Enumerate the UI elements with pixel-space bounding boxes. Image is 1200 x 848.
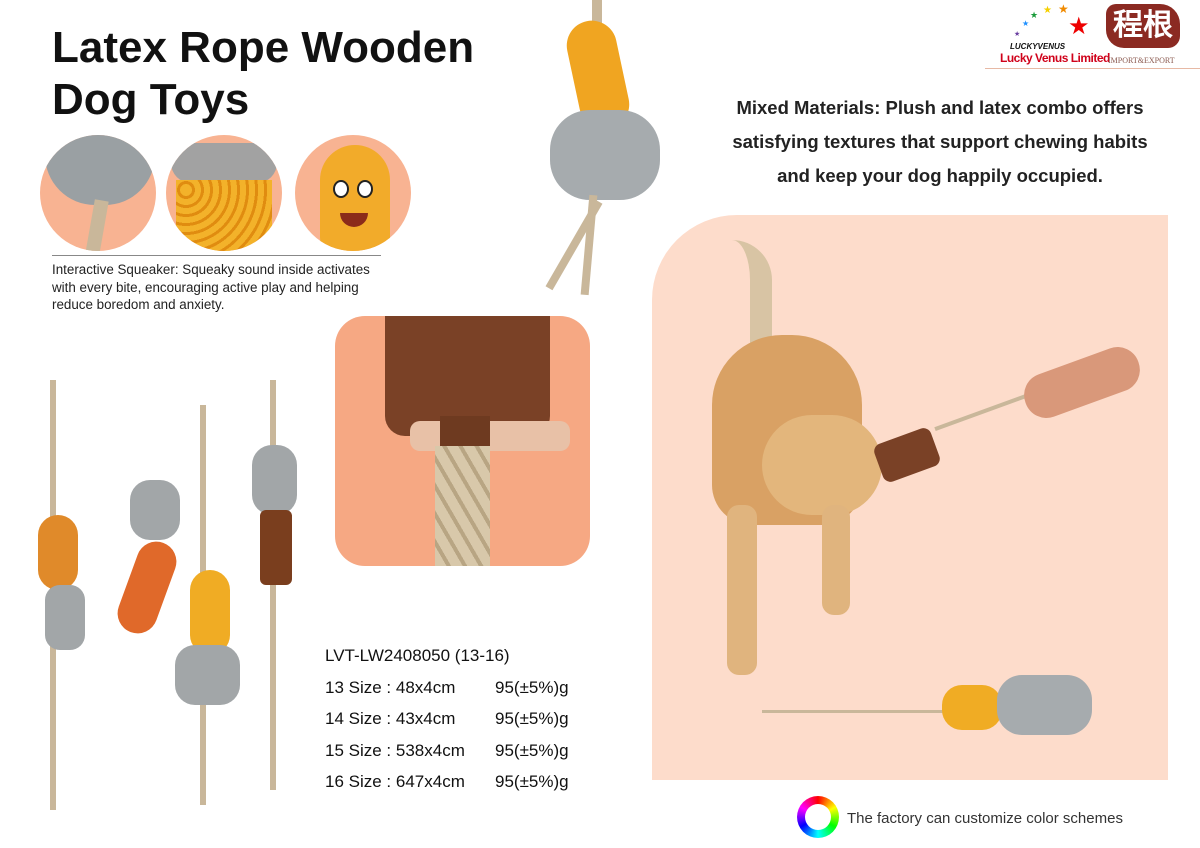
mixed-materials-feature-text: Mixed Materials: Plush and latex combo o… xyxy=(732,97,1148,186)
divider xyxy=(52,255,381,256)
company-logo: ★ ★ ★ ★ ★ ★ LUCKYVENUS Lucky Venus Limit… xyxy=(998,2,1198,68)
product-photo-corn-toy xyxy=(515,0,665,315)
customize-note: The factory can customize color schemes xyxy=(847,810,1123,827)
svg-text:★: ★ xyxy=(1022,19,1029,28)
lifestyle-photo-dog-tug xyxy=(652,215,1168,780)
svg-text:★: ★ xyxy=(1058,2,1069,16)
detail-photo-corn-texture xyxy=(166,135,282,251)
svg-text:★: ★ xyxy=(1014,30,1020,38)
model-number: LVT-LW2408050 (13-16) xyxy=(325,646,510,665)
squeaker-feature-text: Interactive Squeaker: Squeaky sound insi… xyxy=(52,262,370,312)
stars-icon: ★ ★ ★ ★ ★ ★ xyxy=(1014,2,1090,40)
product-variants-photo xyxy=(30,380,300,810)
closeup-photo-rope-attachment xyxy=(335,316,590,566)
svg-text:★: ★ xyxy=(1030,10,1038,20)
detail-photo-knit-cap xyxy=(40,135,156,251)
color-wheel-icon xyxy=(797,796,839,838)
logo-divider xyxy=(985,68,1200,69)
detail-photo-corn-face xyxy=(295,135,411,251)
svg-text:★: ★ xyxy=(1043,5,1052,16)
svg-text:★: ★ xyxy=(1068,13,1090,40)
page-title: Latex Rope Wooden Dog Toys xyxy=(52,23,475,124)
